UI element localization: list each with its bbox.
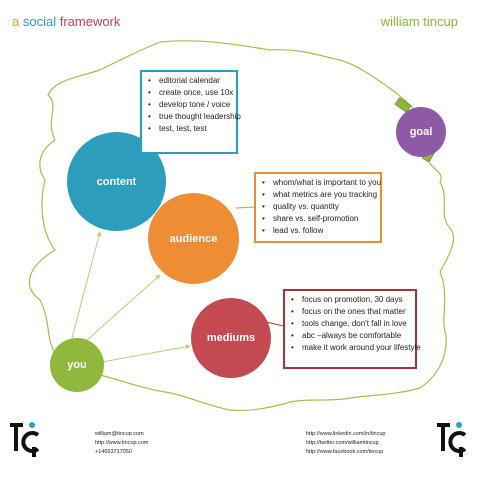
mediums-item: focus on the ones that matter — [291, 306, 411, 318]
tincup-logo — [437, 422, 467, 457]
tincup-logo — [10, 422, 40, 457]
facebook-link[interactable]: http://www.facebook.com/tincup — [306, 449, 384, 455]
audience-item: whom/what is important to you — [262, 177, 381, 189]
title-word-a: a — [12, 14, 20, 29]
mediums-box: focus on promotion, 30 days focus on the… — [283, 289, 421, 369]
twitter-link[interactable]: http://twitter.com/williamtincup — [306, 440, 379, 446]
author-name: william tincup — [380, 14, 458, 29]
mediums-item: tools change, don't fall in love — [291, 318, 411, 330]
mediums-connector — [265, 321, 285, 327]
page-title: a social framework — [12, 15, 120, 29]
content-item: editorial calendar — [148, 75, 232, 87]
content-item: test, test, test — [148, 123, 232, 135]
social-links: http://www.linkedin.com/in/tincup http:/… — [306, 430, 385, 457]
website-link[interactable]: http://www.tincup.com — [95, 440, 149, 446]
arrow-you-to-audience — [84, 274, 161, 343]
audience-item: share vs. self-promotion — [262, 213, 376, 225]
audience-item: what metrics are you tracking — [262, 189, 377, 201]
content-item: true thought leadership — [148, 111, 241, 123]
content-item: create once, use 10x — [148, 87, 233, 99]
contact-info: william@tincup.com http://www.tincup.com… — [95, 430, 149, 457]
title-word-social: social — [22, 14, 57, 29]
content-item: develop tone / voice — [148, 99, 232, 111]
arrow-you-to-mediums — [101, 344, 191, 363]
content-box: editorial calendar create once, use 10x … — [140, 70, 241, 154]
audience-connector — [235, 206, 257, 209]
arrow-you-to-content — [71, 231, 102, 339]
linkedin-link[interactable]: http://www.linkedin.com/in/tincup — [306, 431, 386, 437]
goal-circle: goal — [396, 107, 446, 157]
title-word-framework: framework — [59, 14, 121, 29]
audience-item: quality vs. quantity — [262, 201, 376, 213]
mediums-item: focus on promotion, 30 days — [291, 294, 411, 306]
audience-box: whom/what is important to you what metri… — [254, 172, 382, 243]
mediums-circle: mediums — [191, 298, 271, 378]
audience-item: lead vs. follow — [262, 225, 376, 237]
mediums-item: make it work around your lifestyle — [291, 342, 421, 354]
winding-path — [28, 40, 455, 412]
you-circle: you — [50, 338, 104, 392]
email-link[interactable]: william@tincup.com — [95, 431, 144, 437]
mediums-item: abc –always be comfortable — [291, 330, 411, 342]
phone-number: +14693717050 — [95, 449, 132, 455]
audience-circle: audience — [148, 193, 239, 284]
